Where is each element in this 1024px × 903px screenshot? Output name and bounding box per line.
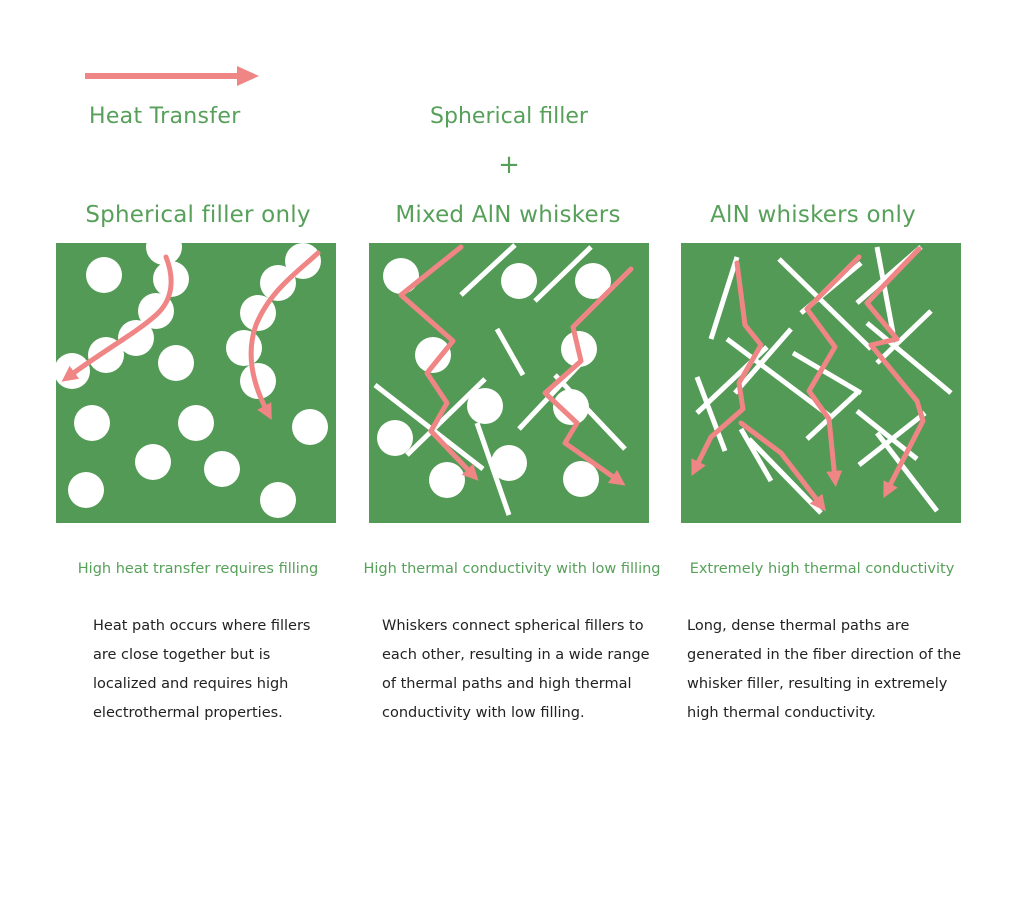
filler-sphere	[260, 482, 296, 518]
panel-mixed-whiskers	[369, 243, 649, 523]
filler-sphere	[204, 451, 240, 487]
column-description-whiskers: Long, dense thermal paths are generated …	[687, 612, 987, 728]
heat-path-arrow	[804, 254, 862, 487]
whisker	[474, 422, 512, 516]
filler-sphere	[491, 445, 527, 481]
filler-sphere	[158, 345, 194, 381]
filler-sphere	[467, 388, 503, 424]
whisker	[874, 246, 896, 334]
filler-sphere	[135, 444, 171, 480]
whisker	[875, 431, 939, 513]
whisker	[875, 309, 933, 365]
whisker	[747, 437, 823, 515]
column-title-mixed: Mixed AlN whiskers	[395, 202, 621, 228]
filler-sphere	[86, 257, 122, 293]
filler-sphere	[74, 405, 110, 441]
column-description-mixed: Whiskers connect spherical fillers to ea…	[382, 612, 672, 728]
whisker	[857, 411, 927, 467]
heat-path-arrow	[738, 420, 826, 512]
whisker	[405, 377, 487, 457]
description-line: high thermal conductivity.	[687, 705, 876, 721]
description-line: of thermal paths and high thermal	[382, 676, 632, 692]
description-line: Whiskers connect spherical fillers to	[382, 618, 644, 634]
filler-sphere	[429, 462, 465, 498]
description-line: are close together but is	[93, 647, 271, 663]
heat-path-arrow	[398, 244, 479, 481]
whisker	[865, 321, 953, 395]
filler-sphere	[285, 243, 321, 279]
filler-sphere	[260, 265, 296, 301]
whisker	[494, 327, 526, 377]
description-line: whisker filler, resulting in extremely	[687, 676, 948, 692]
filler-sphere	[575, 263, 611, 299]
filler-sphere	[118, 320, 154, 356]
filler-sphere	[377, 420, 413, 456]
filler-sphere	[383, 258, 419, 294]
filler-sphere	[178, 405, 214, 441]
whisker	[725, 337, 833, 419]
column-subtitle-whiskers: Extremely high thermal conductivity	[689, 561, 955, 577]
description-line: localized and requires high	[93, 676, 289, 692]
filler-sphere	[226, 330, 262, 366]
panel-spherical-filler	[56, 243, 336, 523]
description-line: electrothermal properties.	[93, 705, 283, 721]
whisker	[791, 350, 863, 396]
plus-sign: +	[498, 150, 520, 180]
filler-sphere	[501, 263, 537, 299]
filler-sphere	[292, 409, 328, 445]
filler-sphere	[415, 337, 451, 373]
column-title-whiskers: AlN whiskers only	[710, 202, 916, 228]
description-line: generated in the fiber direction of the	[687, 647, 962, 663]
filler-sphere	[563, 461, 599, 497]
filler-sphere	[146, 243, 182, 265]
heat-transfer-arrow-icon	[85, 66, 259, 86]
column-subtitle-mixed: High thermal conductivity with low filli…	[363, 561, 661, 577]
whisker	[733, 327, 793, 395]
whisker	[459, 243, 517, 297]
whisker	[553, 373, 627, 451]
description-line: Long, dense thermal paths are	[687, 618, 910, 634]
whisker	[708, 256, 740, 340]
panel-whiskers-only	[681, 243, 961, 523]
panel-background	[681, 243, 961, 523]
filler-sphere	[240, 363, 276, 399]
description-line: each other, resulting in a wide range	[382, 647, 650, 663]
legend-label: Heat Transfer	[89, 104, 241, 129]
heat-path-arrow	[248, 250, 321, 421]
spherical-filler-label: Spherical filler	[430, 104, 588, 129]
heat-path-arrow	[542, 266, 634, 486]
heat-path-arrow	[864, 246, 926, 499]
heat-path-arrow	[61, 254, 174, 382]
whisker	[777, 257, 873, 351]
description-line: conductivity with low filling.	[382, 705, 585, 721]
whisker	[373, 383, 485, 471]
whisker	[805, 391, 859, 441]
column-title-spherical: Spherical filler only	[85, 202, 311, 228]
whisker	[533, 245, 593, 303]
column-subtitle-spherical: High heat transfer requires filling	[77, 561, 319, 577]
heat-path-arrow	[691, 260, 764, 477]
description-line: Heat path occurs where fillers	[93, 618, 311, 634]
whisker	[738, 427, 774, 483]
whisker	[694, 376, 728, 452]
filler-sphere	[68, 472, 104, 508]
column-description-spherical: Heat path occurs where fillers are close…	[93, 612, 353, 728]
